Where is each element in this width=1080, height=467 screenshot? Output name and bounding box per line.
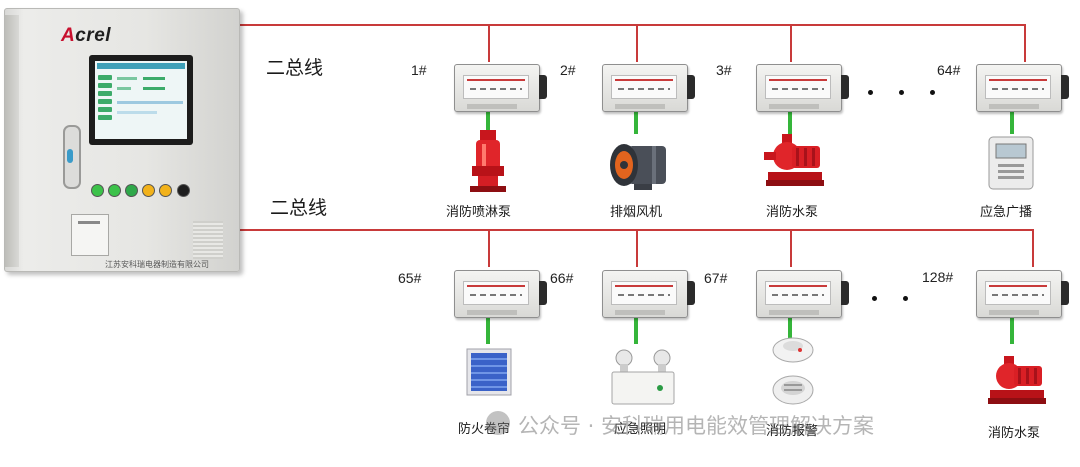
module-number: 66# (550, 270, 574, 286)
indicator-led-black (177, 184, 190, 197)
bus-drop (790, 24, 792, 62)
io-module[interactable] (454, 270, 547, 318)
brand-name: crel (75, 25, 112, 46)
device-label: 排烟风机 (610, 205, 663, 220)
module-number: 1# (411, 62, 427, 78)
device-label: 应急广播 (980, 205, 1033, 220)
ellipsis-dots-icon (903, 296, 908, 301)
io-module[interactable] (454, 64, 547, 112)
module-number: 64# (937, 62, 961, 78)
emergency-light-icon (611, 349, 675, 405)
device-label: 消防喷淋泵 (446, 205, 512, 220)
brand-logo: Acrel (61, 25, 112, 46)
cabinet-side-panel (5, 15, 19, 267)
bus-drop (1032, 229, 1034, 267)
cabinet-nameplate: 江苏安科瑞电器制造有限公司 (105, 260, 209, 269)
device-label: 应急照明 (614, 422, 667, 437)
device-label: 消防报警 (766, 424, 819, 439)
bus-line-top (238, 24, 1026, 26)
touch-screen[interactable] (89, 55, 193, 145)
bus-label: 二总线 (266, 57, 324, 79)
ellipsis-dots-icon (899, 90, 904, 95)
control-link (1010, 112, 1014, 134)
door-lock-icon (67, 149, 73, 163)
control-link (634, 318, 638, 344)
device-label: 防火卷帘 (458, 422, 511, 437)
io-module[interactable] (976, 64, 1069, 112)
io-module[interactable] (602, 270, 695, 318)
wechat-icon (486, 411, 510, 435)
bus-drop (790, 229, 792, 267)
io-module[interactable] (602, 64, 695, 112)
io-module[interactable] (976, 270, 1069, 318)
io-module[interactable] (756, 270, 849, 318)
bus-drop (636, 229, 638, 267)
indicator-led-yellow (142, 184, 155, 197)
control-link (486, 112, 490, 134)
control-link (1010, 318, 1014, 344)
module-number: 128# (922, 269, 954, 285)
module-number: 2# (560, 62, 576, 78)
fire-shutter-icon (466, 348, 512, 396)
ellipsis-dots-icon (872, 296, 877, 301)
io-module[interactable] (756, 64, 849, 112)
control-link (486, 318, 490, 344)
device-label: 消防水泵 (988, 426, 1041, 441)
bus-label: 二总线 (270, 197, 328, 219)
indicator-led-green (108, 184, 121, 197)
module-number: 65# (398, 270, 422, 286)
bus-drop (488, 24, 490, 62)
smoke-exhaust-fan-icon (610, 144, 666, 190)
bus-drop (488, 229, 490, 267)
indicator-led-yellow (159, 184, 172, 197)
watermark-text: 公众号 · 安科瑞用电能效管理解决方案 (518, 414, 875, 438)
control-link (788, 112, 792, 134)
bus-drop (636, 24, 638, 62)
fire-water-pump-icon (764, 134, 824, 186)
smoke-detector-icon (772, 337, 814, 405)
control-link (788, 318, 792, 340)
vent-grille (193, 221, 223, 259)
emergency-broadcast-icon (988, 136, 1034, 190)
indicator-led-green (91, 184, 104, 197)
printer-slot (71, 214, 109, 256)
fire-control-cabinet: Acrel 江苏安科瑞电器制造有限公司 (4, 8, 240, 272)
module-number: 3# (716, 62, 732, 78)
device-label: 消防水泵 (766, 205, 819, 220)
indicator-led-green (125, 184, 138, 197)
module-number: 67# (704, 270, 728, 286)
ellipsis-dots-icon (930, 90, 935, 95)
bus-drop (1024, 24, 1026, 62)
fire-pump-icon (470, 130, 506, 192)
ellipsis-dots-icon (868, 90, 873, 95)
fire-water-pump-icon (988, 356, 1046, 404)
control-link (634, 112, 638, 134)
